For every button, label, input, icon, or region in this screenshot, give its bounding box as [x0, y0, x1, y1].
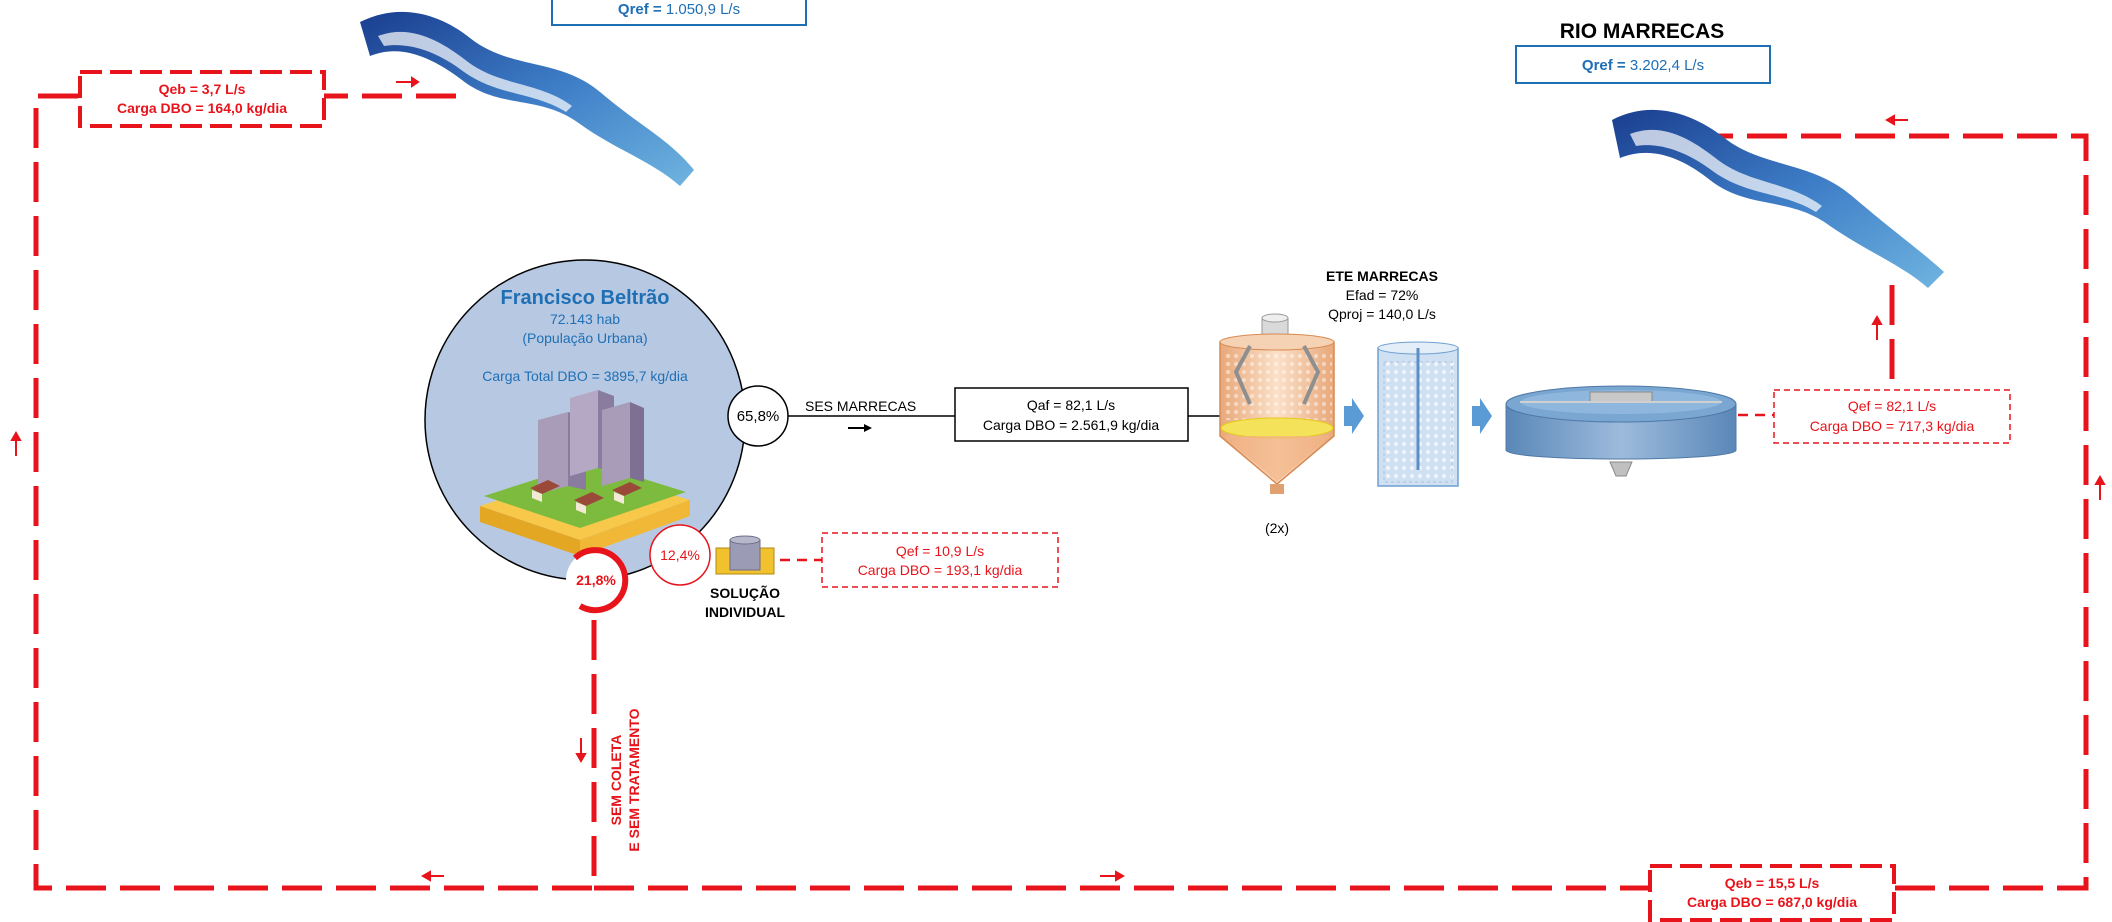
arrow-up-icon	[2094, 474, 2106, 500]
left-loop-line	[33, 93, 592, 891]
svg-text:Qref = 1.050,9 L/s: Qref = 1.050,9 L/s	[618, 1, 740, 18]
individual-label-line1: SOLUÇÃO	[710, 584, 780, 601]
ses-connector: SES MARRECAS	[788, 398, 955, 432]
river-left-qref-box	[551, 0, 807, 26]
city-load: Carga Total DBO = 3895,7 kg/dia	[482, 368, 688, 384]
qef-right-box: Qef = 82,1 L/s Carga DBO = 717,3 kg/dia	[1773, 389, 2011, 444]
bottom-qeb-line2: Carga DBO = 687,0 kg/dia	[1687, 894, 1857, 910]
river-left-highlight	[378, 31, 572, 112]
city-population: 72.143 hab	[550, 311, 620, 327]
city-name: Francisco Beltrão	[501, 287, 670, 309]
qef-right-line2: Carga DBO = 717,3 kg/dia	[1810, 418, 1975, 434]
ete-efad: Efad = 72%	[1346, 287, 1419, 303]
city-circle: Francisco Beltrão 72.143 hab (População …	[424, 259, 746, 581]
top-left-qeb-box: Qeb = 3,7 L/s Carga DBO = 164,0 kg/dia	[78, 70, 326, 128]
river-left-qref-label: Qref =	[618, 1, 662, 18]
qaf-line2: Carga DBO = 2.561,9 kg/dia	[983, 417, 1159, 433]
bottom-qeb-box: Qeb = 15,5 L/s Carga DBO = 687,0 kg/dia	[1648, 864, 1896, 922]
pct-ses-value: 65,8%	[737, 408, 780, 425]
qaf-box: Qaf = 82,1 L/s Carga DBO = 2.561,9 kg/di…	[954, 387, 1222, 442]
river-right-highlight	[1630, 129, 1822, 212]
qef-ind-box: Qef = 10,9 L/s Carga DBO = 193,1 kg/dia	[821, 532, 1059, 588]
reactor-icon: (2x)	[1219, 313, 1335, 536]
top-left-qeb-line1: Qeb = 3,7 L/s	[159, 81, 246, 97]
filter-icon	[1377, 341, 1459, 487]
pct-individual-value: 12,4%	[660, 547, 700, 563]
sem-coleta-line1: SEM COLETA	[608, 735, 624, 826]
ete-title: ETE MARRECAS	[1326, 268, 1438, 284]
city-population-note: (População Urbana)	[522, 330, 647, 346]
process-arrow-icon	[1344, 398, 1364, 434]
river-right-title: RIO MARRECAS	[1560, 20, 1725, 43]
qef-ind-line1: Qef = 10,9 L/s	[896, 543, 984, 559]
arrow-right-icon	[1100, 870, 1126, 882]
sem-coleta-line2: E SEM TRATAMENTO	[626, 708, 642, 851]
arrow-left-icon	[420, 870, 444, 882]
svg-text:Qref = 3.202,4 L/s: Qref = 3.202,4 L/s	[1582, 57, 1704, 74]
river-right: RIO MARRECAS Qref = 3.202,4 L/s	[1515, 20, 1944, 288]
arrow-right-icon	[396, 76, 420, 88]
flow-lines	[33, 93, 2089, 891]
decanter-icon	[1505, 385, 1737, 477]
arrow-up-icon	[10, 430, 22, 456]
river-right-qref-box	[1515, 45, 1771, 84]
process-arrow-icon	[1472, 398, 1492, 434]
qef-right-line1: Qef = 82,1 L/s	[1848, 398, 1936, 414]
sem-coleta-label: SEM COLETA E SEM TRATAMENTO	[608, 708, 642, 851]
river-right-qref-value: 3.202,4 L/s	[1630, 57, 1704, 74]
ete-header: ETE MARRECAS Efad = 72% Qproj = 140,0 L/…	[1326, 268, 1438, 322]
top-left-qeb-line2: Carga DBO = 164,0 kg/dia	[117, 100, 287, 116]
pct-ses-badge: 65,8%	[727, 385, 789, 447]
arrow-down-icon	[575, 738, 587, 764]
bottom-qeb-line1: Qeb = 15,5 L/s	[1725, 875, 1820, 891]
city-illustration	[480, 390, 690, 556]
arrow-up-icon	[1871, 314, 1883, 340]
pct-sem-coleta-value: 21,8%	[576, 572, 616, 588]
reactor-count: (2x)	[1265, 520, 1289, 536]
river-right-qref-label: Qref =	[1582, 57, 1626, 74]
river-left-qref-value: 1.050,9 L/s	[666, 1, 740, 18]
flow-arrows	[10, 76, 2106, 882]
ete-qproj: Qproj = 140,0 L/s	[1328, 306, 1436, 322]
qaf-line1: Qaf = 82,1 L/s	[1027, 397, 1115, 413]
pct-individual-badge: 12,4%	[649, 524, 711, 586]
river-left: Qref = 1.050,9 L/s	[360, 0, 807, 187]
qef-ind-line2: Carga DBO = 193,1 kg/dia	[858, 562, 1023, 578]
septic-tank-icon	[715, 535, 775, 575]
ses-label: SES MARRECAS	[805, 398, 916, 414]
arrow-left-icon	[1884, 114, 1908, 126]
individual-label-line2: INDIVIDUAL	[705, 604, 786, 620]
pct-sem-coleta-badge: 21,8%	[566, 547, 629, 614]
right-loop-line	[1705, 133, 2089, 891]
